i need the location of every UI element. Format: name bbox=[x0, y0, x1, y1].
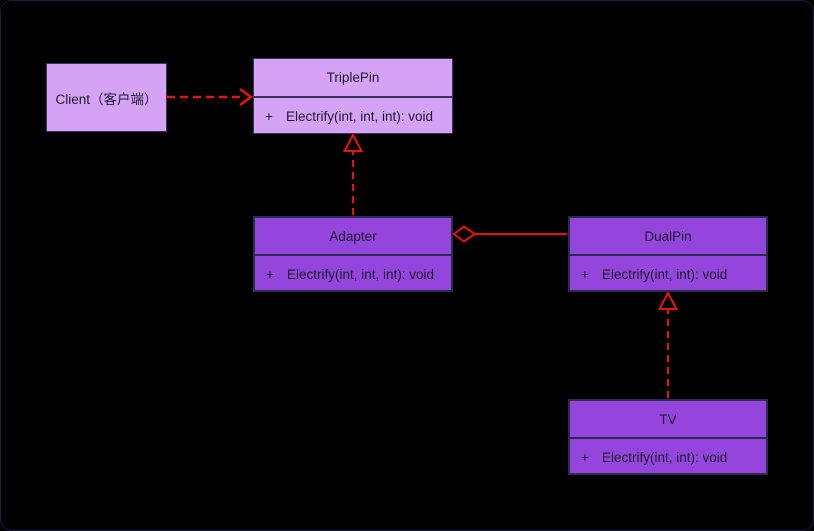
class-title: Adapter bbox=[255, 218, 451, 256]
method-signature: Electrify(int, int): void bbox=[602, 449, 728, 465]
method-signature: Electrify(int, int, int): void bbox=[286, 108, 434, 124]
visibility-symbol: + bbox=[581, 266, 589, 282]
class-title: TriplePin bbox=[254, 59, 452, 98]
visibility-symbol: + bbox=[265, 108, 273, 124]
class-method-row: + Electrify(int, int, int): void bbox=[254, 98, 452, 134]
class-node-adapter[interactable]: Adapter + Electrify(int, int, int): void bbox=[253, 216, 453, 292]
open-arrowhead-icon bbox=[239, 87, 254, 107]
method-signature: Electrify(int, int): void bbox=[602, 266, 728, 282]
class-title: Client（客户端） bbox=[55, 91, 158, 107]
class-method-row: + Electrify(int, int, int): void bbox=[255, 256, 451, 292]
dependency-edge-client-to-triplepin bbox=[167, 87, 254, 107]
class-node-tv[interactable]: TV + Electrify(int, int): void bbox=[568, 399, 768, 475]
class-node-client[interactable]: Client（客户端） bbox=[46, 63, 167, 132]
visibility-symbol: + bbox=[581, 449, 589, 465]
class-method-row: + Electrify(int, int): void bbox=[570, 439, 766, 475]
aggregation-edge-adapter-to-dualpin bbox=[452, 225, 567, 243]
class-method-row: + Electrify(int, int): void bbox=[570, 256, 766, 292]
visibility-symbol: + bbox=[266, 266, 274, 282]
hollow-triangle-icon bbox=[657, 290, 679, 310]
class-title: TV bbox=[570, 401, 766, 439]
method-signature: Electrify(int, int, int): void bbox=[287, 266, 435, 282]
hollow-triangle-icon bbox=[342, 132, 364, 152]
realization-edge-tv-to-dualpin bbox=[657, 290, 679, 398]
class-node-triplepin[interactable]: TriplePin + Electrify(int, int, int): vo… bbox=[253, 58, 453, 134]
class-title: DualPin bbox=[570, 218, 766, 256]
realization-edge-adapter-to-triplepin bbox=[342, 132, 364, 215]
class-node-dualpin[interactable]: DualPin + Electrify(int, int): void bbox=[568, 216, 768, 292]
hollow-diamond-icon bbox=[452, 225, 477, 243]
